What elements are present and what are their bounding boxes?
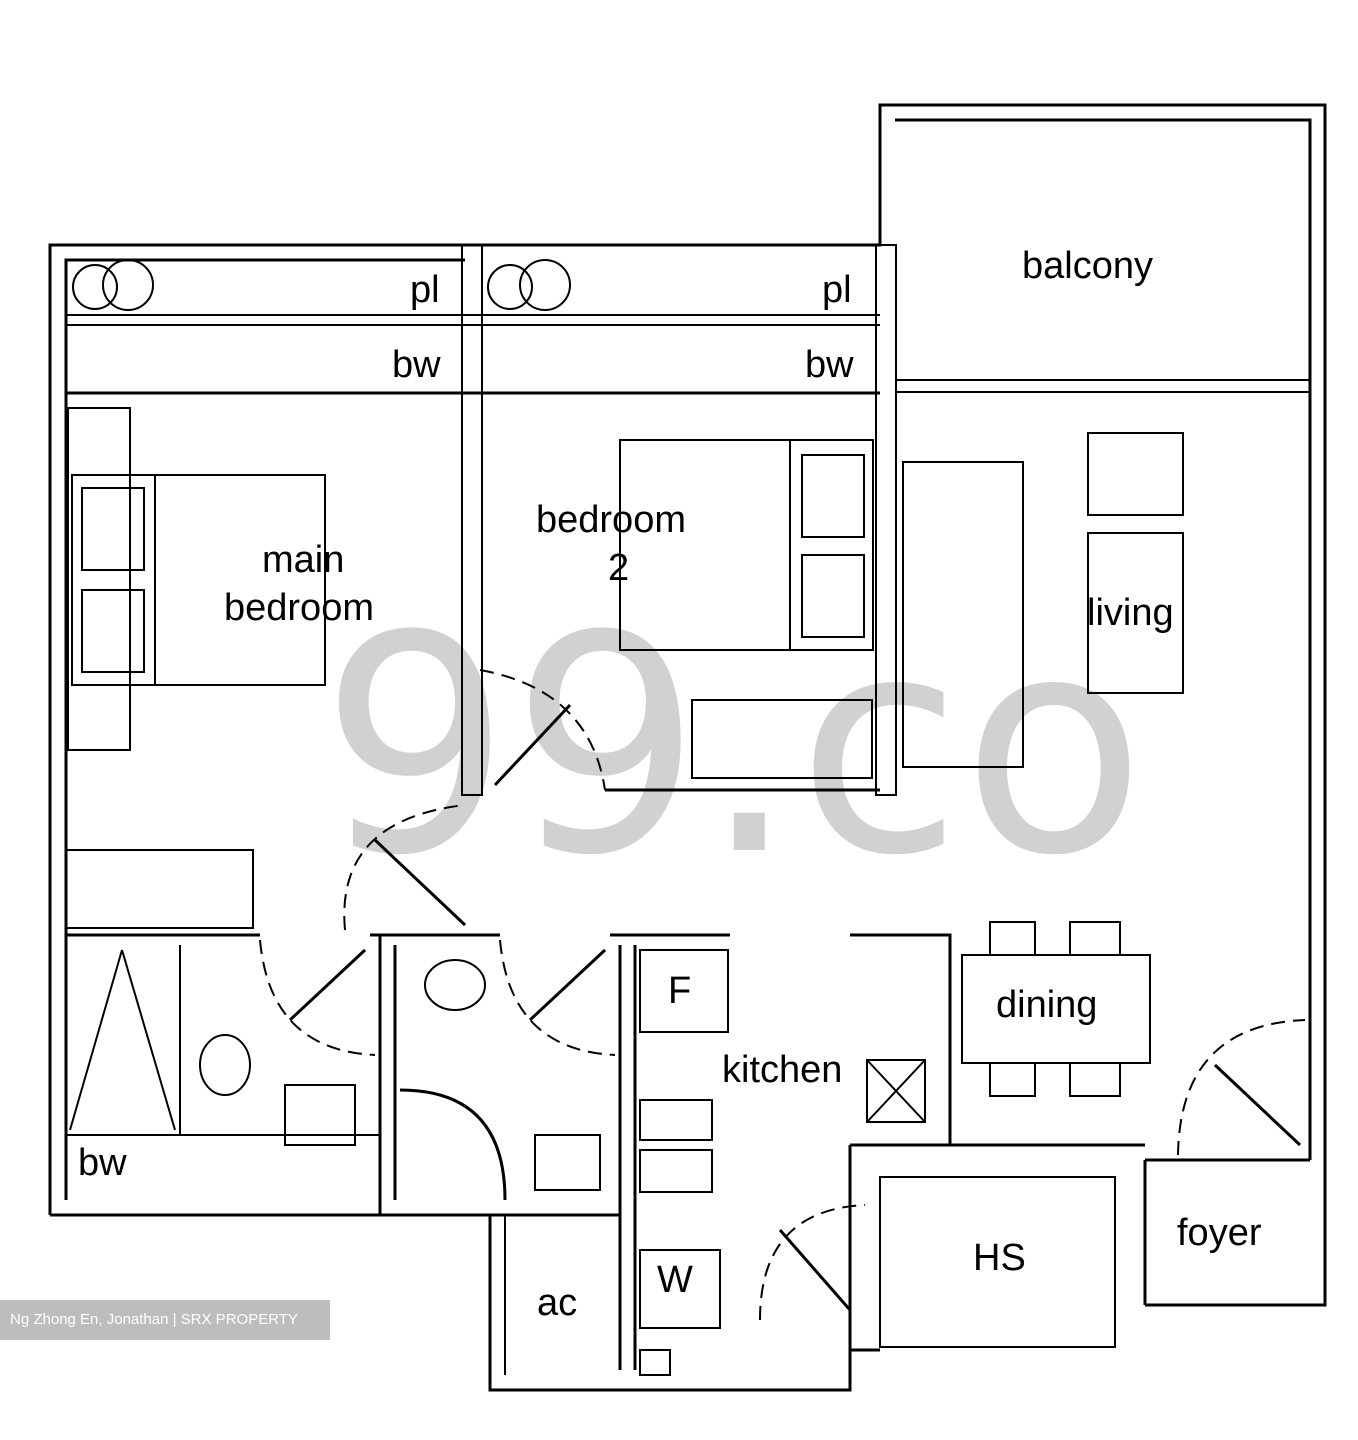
label-planter-1: pl — [410, 269, 440, 311]
label-foyer: foyer — [1177, 1212, 1262, 1254]
label-washer: W — [657, 1259, 693, 1301]
label-ac-ledge: ac — [537, 1282, 577, 1324]
label-bay-window-1: bw — [392, 344, 441, 386]
label-main-bedroom-line1: main — [262, 539, 344, 581]
label-household-shelter: HS — [973, 1237, 1026, 1279]
interior-walls — [66, 788, 952, 1375]
label-bedroom-2-line1: bedroom — [536, 499, 686, 541]
label-kitchen: kitchen — [722, 1049, 842, 1091]
label-dining: dining — [996, 984, 1097, 1026]
label-bedroom-2-line2: 2 — [608, 547, 629, 589]
label-balcony: balcony — [1022, 245, 1153, 287]
label-fridge: F — [668, 970, 691, 1012]
planter-bay-window — [66, 244, 1310, 796]
label-bay-window-3: bw — [78, 1142, 127, 1184]
label-living: living — [1087, 592, 1174, 634]
label-main-bedroom-line2: bedroom — [224, 587, 374, 629]
label-planter-2: pl — [822, 269, 852, 311]
label-bay-window-2: bw — [805, 344, 854, 386]
watermark: 99.co — [320, 572, 1146, 921]
doors — [259, 669, 1306, 1321]
agent-credit: Ng Zhong En, Jonathan | SRX PROPERTY — [0, 1300, 330, 1340]
furniture — [65, 407, 1184, 1376]
